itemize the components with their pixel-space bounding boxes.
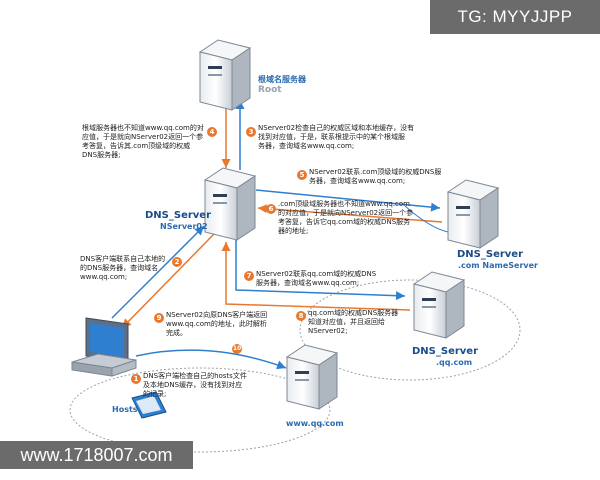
watermark-bottom: www.1718007.com <box>0 441 193 469</box>
web-server-label: www.qq.com <box>286 419 344 428</box>
step-1-text: DNS客户端检查自己的hosts文件 及本地DNS缓存，没有找到对应 的记录; <box>143 372 247 398</box>
step-4-badge: 4 <box>207 127 217 137</box>
step-7-badge: 7 <box>244 271 254 281</box>
step-7-text: NServer02联系qq.com域的权威DNS 服务器，查询域名www.qq.… <box>256 270 377 287</box>
root-server-subtitle: Root <box>258 85 282 95</box>
arrow-9-main-to-host <box>121 233 215 329</box>
watermark-top: TG: MYYJJPP <box>430 0 600 34</box>
arrow-10-host-to-web <box>135 349 287 370</box>
step-6-badge: 6 <box>266 204 276 214</box>
dns-main-server-icon <box>203 167 257 241</box>
arrow-6-com-to-main <box>257 204 443 223</box>
root-server-icon <box>198 39 252 111</box>
arrow-com-down <box>404 205 449 233</box>
arrow-8-qq-to-main <box>221 242 411 311</box>
step-6-text: .com顶级域服务器也不知道www.qq.com 的对应值，于是就向NServe… <box>278 200 414 235</box>
hosts-label: Hosts <box>112 405 138 414</box>
dns-qq-title: DNS_Server <box>412 346 479 357</box>
client-computer-icon <box>71 317 137 377</box>
ring-right <box>299 279 521 381</box>
ring-left <box>69 367 331 453</box>
step-5-badge: 5 <box>297 170 307 180</box>
dns-qq-server-icon <box>412 271 466 339</box>
step-2-badge: 2 <box>172 257 182 267</box>
step-10-badge: 10 <box>232 344 242 354</box>
step-8-text: qq.com域的权威DNS服务器 知道对应值，并且返回给 NServer02; <box>308 309 399 335</box>
root-server-title: 根域名服务器 <box>258 75 306 84</box>
hosts-file-icon <box>131 391 167 419</box>
step-3-text: NServer02检查自己的权威区域和本地缓存，没有 找到对应值，于是，联系根提… <box>258 124 415 150</box>
step-1-badge: 1 <box>131 374 141 384</box>
arrow-5-main-to-com <box>255 189 441 212</box>
dns-qq-subtitle: .qq.com <box>436 358 473 367</box>
step-8-badge: 8 <box>296 311 306 321</box>
dns-main-subtitle: NServer02 <box>160 222 208 231</box>
web-server-icon <box>285 344 339 410</box>
dns-com-title: DNS_Server <box>457 249 524 260</box>
dns-com-subtitle: .com NameServer <box>458 261 538 270</box>
step-9-badge: 9 <box>154 313 164 323</box>
step-5-text: NServer02联系.com顶级域的权威DNS服 务器，查询域名www.qq.… <box>309 168 442 185</box>
arrow-2-host-to-main <box>111 225 205 319</box>
dns-main-title: DNS_Server <box>145 210 212 221</box>
step-3-badge: 3 <box>246 127 256 137</box>
step-2-text: DNS客户端联系自己本地的 的DNS服务器，查询域名 www.qq.com; <box>80 255 166 281</box>
step-4-text: 根域服务器也不知道www.qq.com的对 应值，于是就向NServer02返回… <box>82 124 204 159</box>
arrow-7-main-to-qq <box>235 240 406 301</box>
step-9-text: NServer02向原DNS客户端返回 www.qq.com的地址，此时解析 完… <box>166 311 268 337</box>
dns-com-server-icon <box>446 179 500 249</box>
